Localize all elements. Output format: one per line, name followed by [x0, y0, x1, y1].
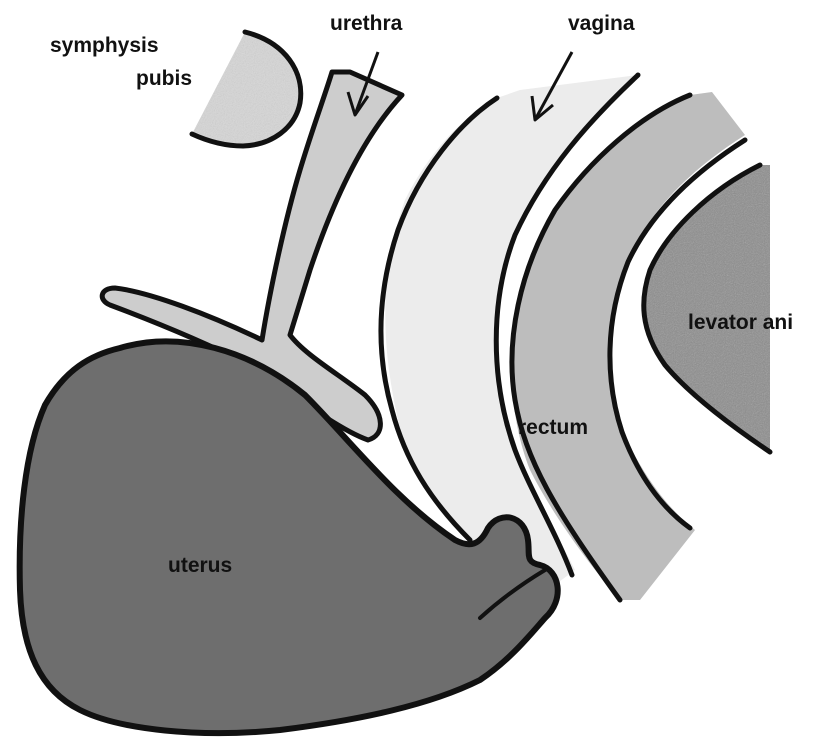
rectum-label: rectum [518, 417, 588, 438]
symphysis-label-line1: symphysis [50, 35, 159, 56]
vagina-label: vagina [568, 13, 635, 34]
urethra-label: urethra [330, 13, 402, 34]
symphysis-label-line2: pubis [136, 68, 192, 89]
levator-ani-label: levator ani [688, 312, 793, 333]
uterus-label: uterus [168, 555, 232, 576]
